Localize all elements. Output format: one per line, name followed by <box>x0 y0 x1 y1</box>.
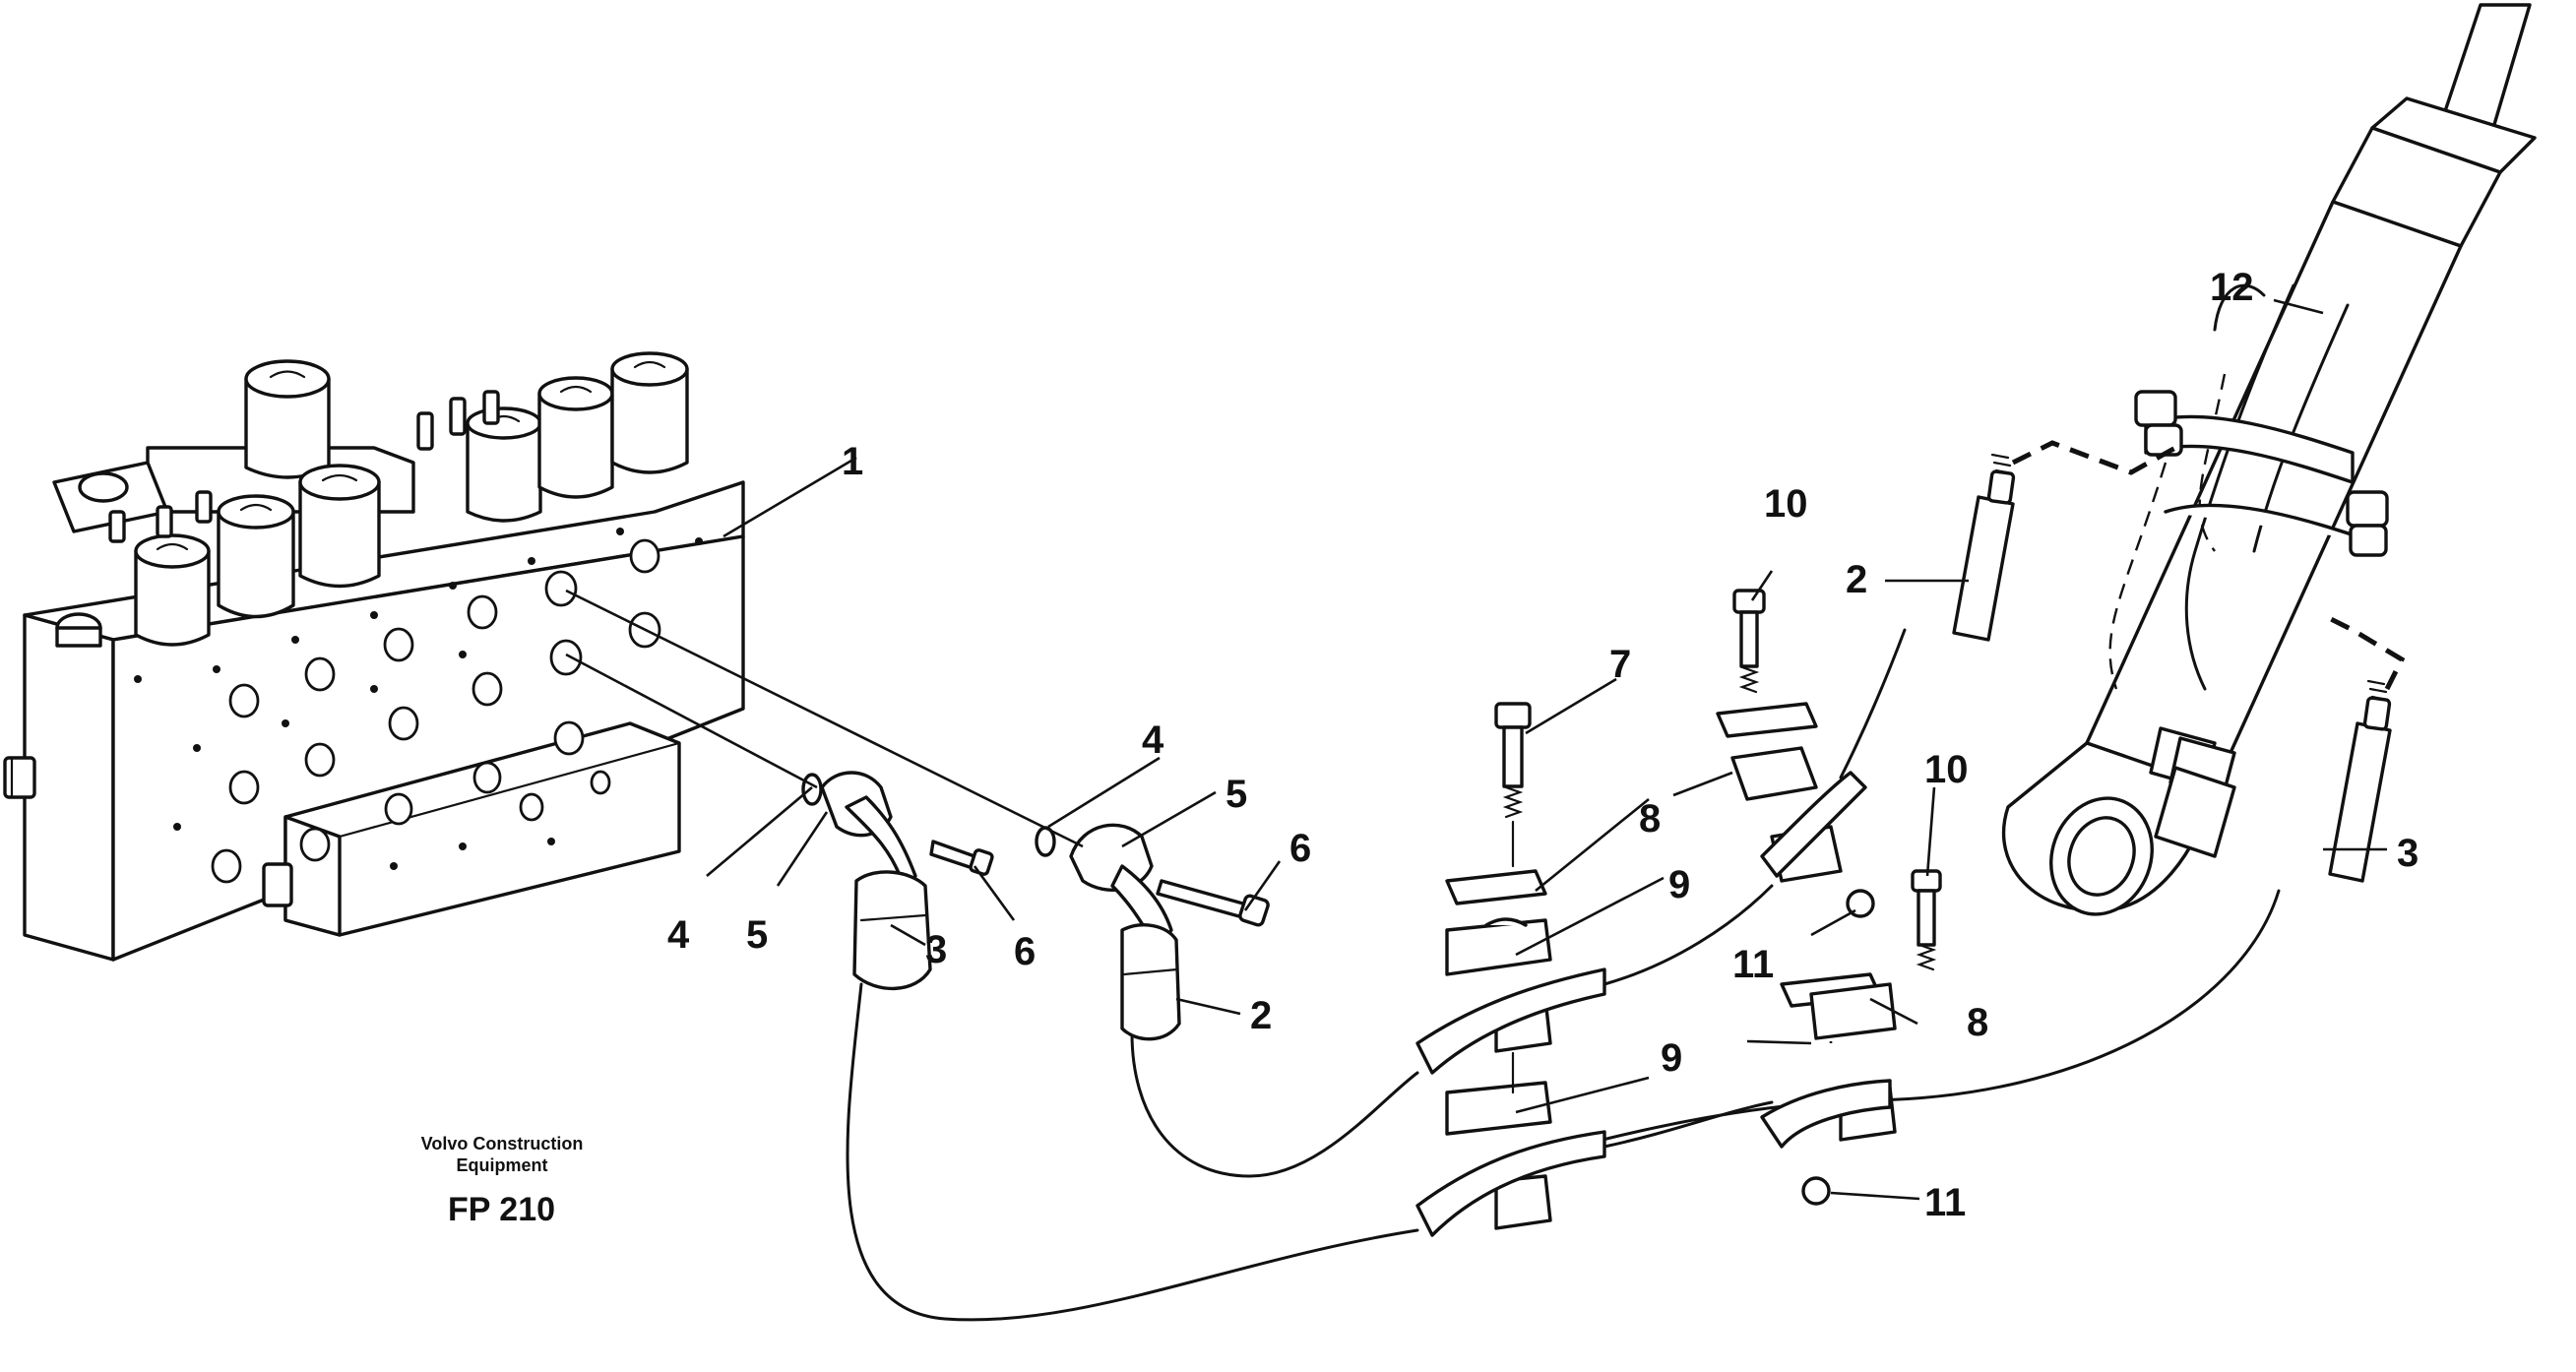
callout-5-lower: 5 <box>746 913 768 957</box>
hose-fitting-assembly-middle <box>1035 823 1270 1041</box>
clamp-assembly-left <box>1415 702 1606 1237</box>
hose-fitting-assembly-left <box>801 771 994 991</box>
clamp-band <box>2144 414 2355 484</box>
solenoid <box>244 359 331 479</box>
valve-solenoids <box>108 351 689 647</box>
valve-ports <box>134 528 703 884</box>
nut <box>2346 490 2389 528</box>
callout-10-upper: 10 <box>1764 482 1808 526</box>
callout-9-lower: 9 <box>1661 1036 1682 1080</box>
callout-10-lower: 10 <box>1924 748 1969 791</box>
clamp-half <box>1445 918 1552 976</box>
callout-1: 1 <box>842 440 863 483</box>
bolt <box>929 840 976 870</box>
callout-5-upper: 5 <box>1225 773 1247 816</box>
callout-12: 12 <box>2210 266 2254 309</box>
nut <box>2134 390 2177 427</box>
caption-company-line2: Equipment <box>457 1155 548 1175</box>
solenoid <box>537 376 614 499</box>
callout-9-upper: 9 <box>1668 863 1690 906</box>
solenoid <box>134 533 211 647</box>
bolt <box>1494 702 1532 729</box>
bolt <box>1156 879 1252 920</box>
callout-8-upper: 8 <box>1639 797 1661 841</box>
callout-2-fitting: 2 <box>1250 994 1272 1037</box>
callout-6-upper: 6 <box>1289 827 1311 870</box>
figure-code: FP 210 <box>448 1191 555 1228</box>
rigid-pipes <box>1952 440 2406 883</box>
pipe <box>2328 721 2392 883</box>
callout-7: 7 <box>1609 643 1631 686</box>
solenoid <box>610 351 689 474</box>
callout-3-fitting: 3 <box>925 928 947 971</box>
solenoid <box>217 494 295 619</box>
hydraulic-cylinder <box>2001 3 2537 916</box>
callout-11-lower: 11 <box>1924 1181 1966 1224</box>
o-ring <box>801 773 823 806</box>
callout-2-pipe: 2 <box>1846 558 1867 601</box>
callout-8-lower: 8 <box>1967 1001 1988 1044</box>
hydraulic-hoses <box>846 628 2281 1322</box>
callout-4-upper: 4 <box>1142 718 1164 762</box>
callout-11-upper: 11 <box>1732 943 1774 986</box>
drawing-caption: Volvo Construction Equipment FP 210 <box>421 1134 584 1228</box>
caption-company: Volvo Construction <box>421 1134 584 1154</box>
nut <box>1801 1176 1831 1206</box>
control-valve-block <box>3 446 745 962</box>
callout-3-pipe: 3 <box>2397 832 2419 875</box>
clamp-assembly-right <box>1716 589 1942 1206</box>
callout-6-lower: 6 <box>1014 930 1036 973</box>
bolt <box>1732 589 1766 614</box>
hose-ferrule <box>852 870 932 991</box>
leader-lines <box>565 298 2387 1201</box>
solenoid <box>466 406 542 523</box>
callout-numbers: 1 2 2 3 3 4 4 5 5 6 6 7 8 8 9 9 10 10 11… <box>667 266 2419 1224</box>
solenoid <box>298 464 381 589</box>
callout-4-lower: 4 <box>667 913 690 957</box>
hose-ferrule <box>1120 923 1181 1041</box>
cover-plate <box>1445 869 1547 905</box>
pipe <box>1952 495 2015 642</box>
